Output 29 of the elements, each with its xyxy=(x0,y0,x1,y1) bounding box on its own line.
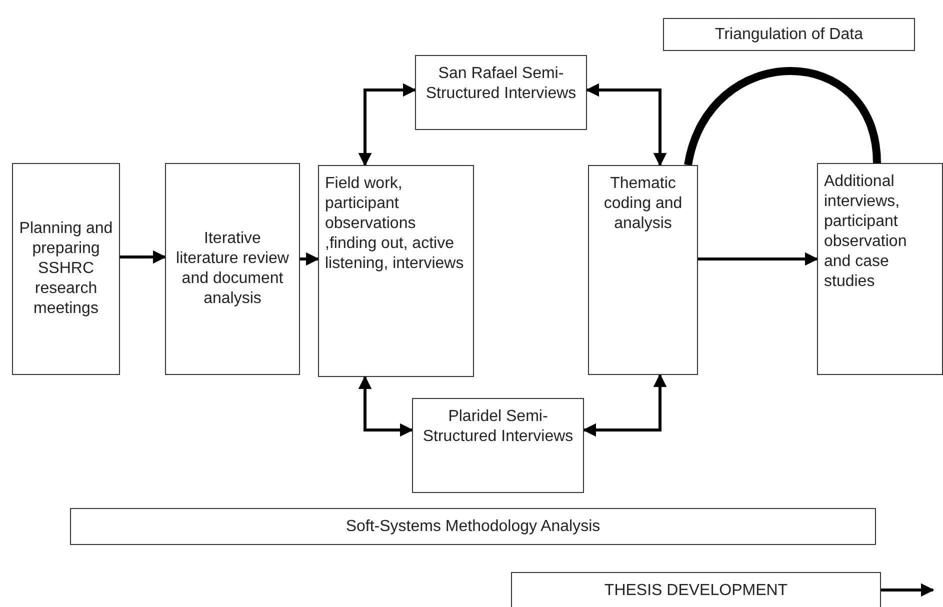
arrow xyxy=(120,250,166,264)
box-text: Iterative literature review and document analysis xyxy=(175,229,290,309)
process-box xyxy=(412,398,584,493)
arrow xyxy=(698,252,818,266)
box-text: San Rafael Semi-Structured Interviews xyxy=(424,64,578,104)
arrow xyxy=(586,83,667,166)
process-box xyxy=(415,55,587,130)
process-box xyxy=(70,508,876,545)
box-text: Thematic coding and analysis xyxy=(602,174,684,234)
arc-connector xyxy=(684,67,881,166)
box-text: Additional interviews, participant observation and case studies xyxy=(824,172,908,292)
process-box xyxy=(318,165,474,377)
box-text: Triangulation of Data xyxy=(715,24,863,44)
arrow xyxy=(881,583,934,597)
process-box xyxy=(511,572,881,607)
process-box xyxy=(12,163,120,375)
arrow xyxy=(358,83,416,166)
process-box xyxy=(663,18,915,51)
box-text: Soft-Systems Methodology Analysis xyxy=(346,516,600,536)
arrow xyxy=(358,376,414,437)
box-text: Plaridel Semi-Structured Interviews xyxy=(422,407,574,447)
process-box xyxy=(165,163,300,375)
box-text: Planning and preparing SSHRC research meetings xyxy=(19,219,113,319)
arrow xyxy=(300,252,320,266)
process-box xyxy=(817,163,943,375)
box-text: Field work, participant observations ,finding out, active listening, interviews xyxy=(325,174,465,274)
arrow xyxy=(582,374,667,437)
process-box xyxy=(588,165,698,375)
box-text: THESIS DEVELOPMENT xyxy=(604,581,788,601)
